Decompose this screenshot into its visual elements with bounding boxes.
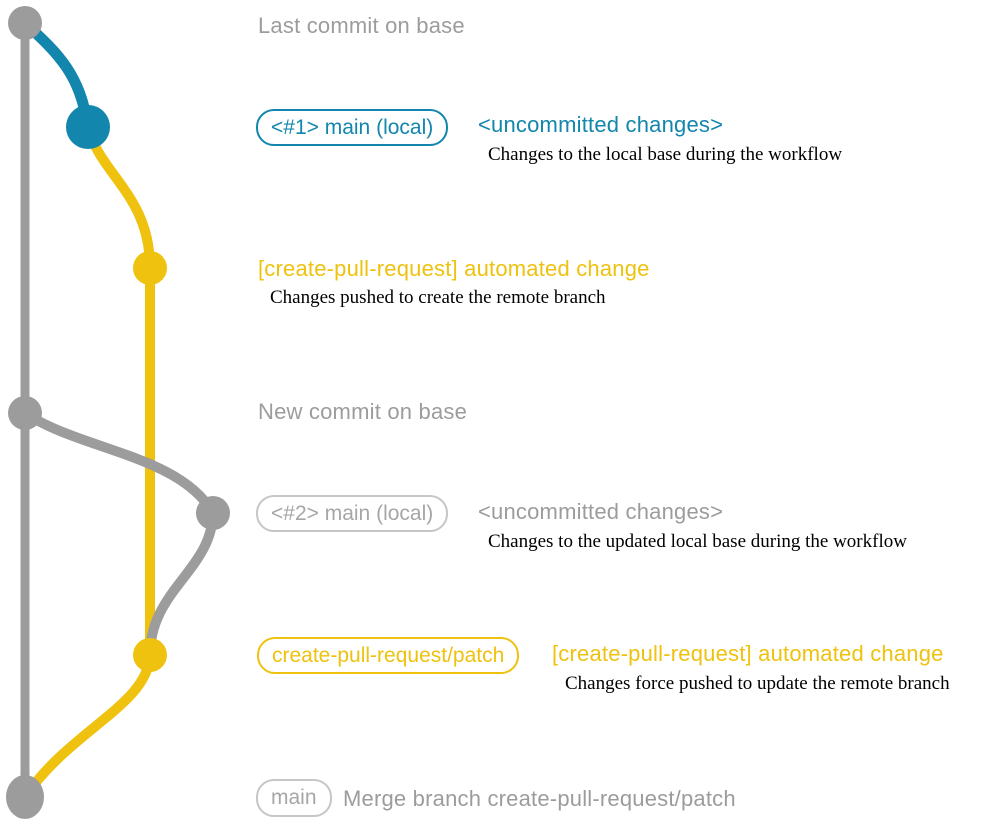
uncommitted-changes-1-description: Changes to the local base during the wor…: [488, 144, 843, 165]
badge-main: main: [256, 779, 332, 817]
badge-main-local-1: <#1> main (local): [256, 109, 449, 146]
badge-main-local-2: <#2> main (local): [256, 495, 449, 532]
uncommitted-changes-1-title: <uncommitted changes>: [478, 112, 724, 137]
automated-change-1-title: [create-pull-request] automated change: [258, 256, 650, 281]
automated-change-1-description: Changes pushed to create the remote bran…: [270, 287, 606, 308]
uncommitted-changes-2-title: <uncommitted changes>: [478, 499, 724, 524]
commit-node-last-commit-on-base: [8, 6, 42, 40]
commit-node-uncommitted-changes-1: [66, 105, 110, 149]
commit-node-uncommitted-changes-2: [196, 496, 230, 530]
commit-node-new-commit-on-base: [8, 396, 42, 430]
commit-node-automated-change-1: [133, 251, 167, 285]
rebase-branch-curve-lower: [145, 512, 218, 656]
commit-node-merge-commit: [6, 775, 44, 819]
rebase-branch-curve-upper: [22, 408, 218, 516]
new-commit-on-base-label: New commit on base: [258, 399, 468, 424]
commit-node-automated-change-2: [133, 638, 167, 672]
merge-curve: [20, 654, 155, 800]
patch-branch-curve-top: [83, 125, 155, 269]
merge-commit-label: Merge branch create-pull-request/patch: [343, 786, 736, 811]
uncommitted-changes-2-description: Changes to the updated local base during…: [488, 531, 907, 552]
badge-create-pull-request-patch: create-pull-request/patch: [257, 637, 520, 674]
automated-change-2-title: [create-pull-request] automated change: [552, 641, 944, 666]
automated-change-2-description: Changes force pushed to update the remot…: [565, 673, 950, 694]
last-commit-on-base-label: Last commit on base: [258, 13, 465, 38]
